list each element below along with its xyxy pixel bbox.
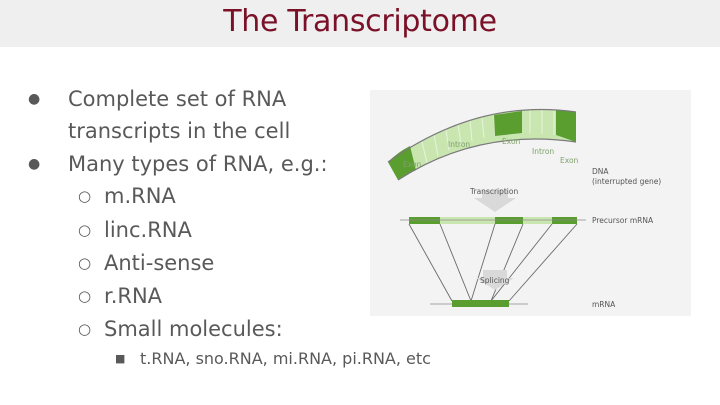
slide-title: The Transcriptome: [223, 4, 497, 39]
bullet-text: Many types of RNA, e.g.:: [68, 152, 328, 176]
sub-bullet-text: r.RNA: [104, 284, 163, 308]
dna-intron-band: [388, 109, 576, 180]
dna-exon-right: [556, 110, 576, 142]
transcription-arrow: [474, 190, 516, 212]
precursor-exon-3: [552, 217, 577, 224]
label-dna-sub: (interrupted gene): [592, 177, 661, 186]
title-bar: [0, 0, 720, 47]
sub-bullet-text: Anti-sense: [104, 251, 215, 275]
label-precursor: Precursor mRNA: [592, 216, 654, 225]
splicing-arrow: [476, 270, 514, 290]
bullet-dot-icon: ●: [28, 156, 41, 172]
label-intron-1: Intron: [448, 140, 470, 149]
hollow-circle-icon: ○: [78, 221, 92, 239]
label-exon-left: Exon: [403, 160, 422, 169]
label-intron-2: Intron: [532, 147, 554, 156]
dna-arc-bottom: [397, 138, 577, 181]
sub-bullet-text: Small molecules:: [104, 317, 283, 341]
precursor-intron-bar: [409, 217, 577, 224]
precursor-exon-2: [495, 217, 523, 224]
label-exon-right: Exon: [560, 156, 579, 165]
hollow-circle-icon: ○: [78, 254, 92, 272]
bullet-dot-icon: ●: [28, 91, 41, 107]
bullet-text: transcripts in the cell: [68, 119, 291, 143]
label-splicing: Splicing: [480, 276, 510, 285]
square-bullet-icon: ■: [115, 352, 126, 365]
hollow-circle-icon: ○: [78, 320, 92, 338]
dna-exon-left: [388, 146, 416, 180]
label-exon-mid: Exon: [502, 137, 521, 146]
sub-bullet-text: m.RNA: [104, 184, 176, 208]
label-mrna: mRNA: [592, 300, 616, 309]
sub-bullet-text: linc.RNA: [104, 218, 192, 242]
sub-sub-bullet-text: t.RNA, sno.RNA, mi.RNA, pi.RNA, etc: [140, 349, 431, 368]
label-dna: DNA: [592, 167, 609, 176]
dna-exon-mid: [494, 111, 522, 136]
hollow-circle-icon: ○: [78, 187, 92, 205]
splicing-diagram-svg: Exon Intron Exon Intron Exon DNA (interr…: [387, 108, 661, 309]
label-transcription: Transcription: [469, 187, 518, 196]
mrna-bar: [452, 300, 509, 307]
dna-arc-top: [387, 108, 577, 163]
bullet-text: Complete set of RNA: [68, 87, 287, 111]
precursor-exon-1: [409, 217, 440, 224]
splicing-lines: [408, 223, 578, 302]
hollow-circle-icon: ○: [78, 287, 92, 305]
splicing-diagram: Exon Intron Exon Intron Exon DNA (interr…: [370, 90, 691, 316]
